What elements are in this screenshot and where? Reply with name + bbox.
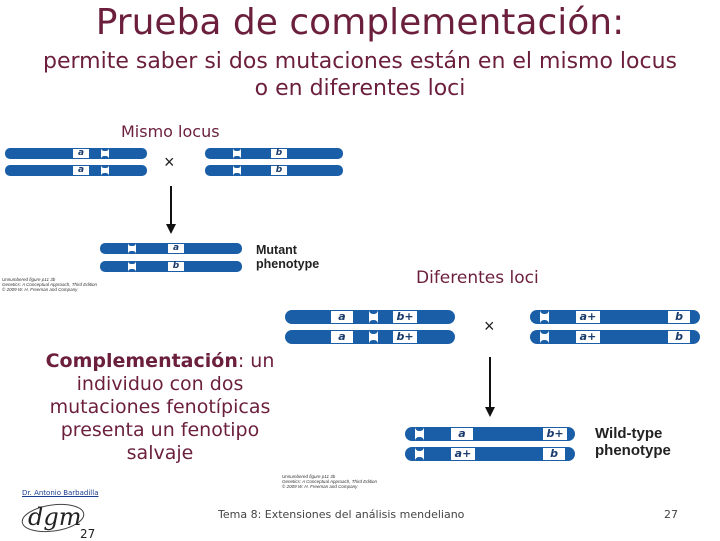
chromosome: b: [100, 261, 242, 272]
cross-symbol: ×: [484, 316, 495, 337]
allele-label: b: [668, 331, 690, 343]
figure-credit: Unnumbered figure p11 3b Genetics: A Con…: [2, 277, 112, 292]
arrow-head: [485, 407, 495, 417]
allele-label: a+: [576, 331, 600, 343]
allele-label: b: [168, 262, 184, 271]
complementation-definition: Complementación: un individuo con dos mu…: [40, 350, 280, 465]
chromosome: a: [100, 243, 242, 254]
arrow-head: [166, 224, 176, 234]
author-link[interactable]: Dr. Antonio Barbadilla: [22, 489, 99, 497]
allele-label: a: [73, 166, 89, 175]
chromosome: a+ b: [530, 330, 700, 344]
chromosome: a: [5, 165, 147, 176]
allele-label: b: [271, 149, 287, 158]
mutant-phenotype-label: Mutant phenotype: [256, 243, 319, 271]
allele-label: b: [271, 166, 287, 175]
logo-text: dgm: [28, 503, 81, 531]
allele-label: a+: [451, 448, 475, 460]
wild-type-phenotype-label: Wild-type phenotype: [595, 426, 671, 460]
chromosome: a b+: [405, 427, 575, 441]
chromosome: b: [205, 148, 343, 159]
allele-label: a+: [576, 311, 600, 323]
allele-label: a: [331, 311, 353, 323]
chromosome: a: [5, 148, 147, 159]
cross-symbol: ×: [164, 152, 175, 173]
allele-label: b+: [393, 331, 417, 343]
mismo-locus-label: Mismo locus: [121, 122, 220, 141]
page-subtitle: permite saber si dos mutaciones están en…: [40, 48, 680, 102]
chromosome: a+ b: [405, 447, 575, 461]
chromosome: a b+: [285, 330, 455, 344]
allele-label: a: [331, 331, 353, 343]
footer-topic: Tema 8: Extensiones del análisis mendeli…: [218, 508, 464, 521]
figure-credit: Unnumbered figure p11 3b Genetics: A Con…: [282, 474, 402, 489]
allele-label: a: [168, 244, 184, 253]
allele-label: b+: [393, 311, 417, 323]
left-page-number: 27: [80, 527, 95, 541]
diferentes-loci-label: Diferentes loci: [416, 268, 539, 288]
chromosome: a b+: [285, 310, 455, 324]
allele-label: b+: [543, 428, 567, 440]
arrow-line: [170, 186, 172, 226]
chromosome: a+ b: [530, 310, 700, 324]
allele-label: a: [73, 149, 89, 158]
page-title: Prueba de complementación:: [0, 2, 720, 43]
arrow-line: [489, 357, 491, 409]
chromosome: b: [205, 165, 343, 176]
complementation-term: Complementación: [46, 350, 238, 372]
allele-label: b: [543, 448, 565, 460]
allele-label: b: [668, 311, 690, 323]
page-number: 27: [664, 508, 678, 521]
dgm-logo: dgm: [20, 500, 86, 536]
allele-label: a: [451, 428, 473, 440]
